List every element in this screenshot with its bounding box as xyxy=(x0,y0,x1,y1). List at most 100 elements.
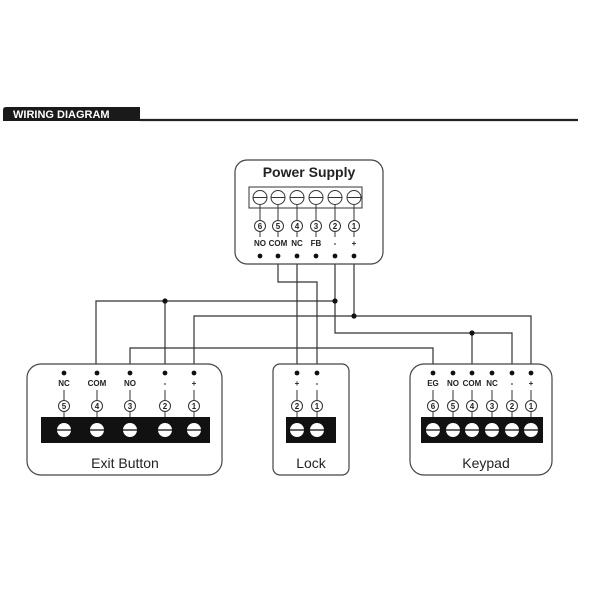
terminal-number-badge xyxy=(427,400,439,412)
terminal-label: NC xyxy=(58,379,70,388)
power-supply-terminal: 3FB xyxy=(308,190,324,259)
terminal-number-badge xyxy=(159,400,171,412)
terminal-number-badge xyxy=(58,400,70,412)
terminal-number-badge xyxy=(506,400,518,412)
terminal-dot xyxy=(351,253,357,259)
terminal-dot xyxy=(294,253,300,259)
section-header: WIRING DIAGRAM xyxy=(3,107,578,122)
terminal-label: COM xyxy=(269,239,288,248)
terminal-dot xyxy=(489,370,495,376)
terminal-dot xyxy=(469,370,475,376)
terminal-label: COM xyxy=(463,379,482,388)
terminal-number-badge xyxy=(466,400,478,412)
exit-button-title: Exit Button xyxy=(91,455,159,471)
keypad-terminal-strip xyxy=(421,417,543,443)
terminal-number-badge xyxy=(525,400,537,412)
exit-button-terminal: -2 xyxy=(158,370,172,437)
terminal-number: 5 xyxy=(451,402,456,411)
terminal-dot xyxy=(127,370,133,376)
terminal-label: - xyxy=(316,379,319,388)
power-supply-terminal: 6NO xyxy=(252,190,268,259)
terminal-number-badge xyxy=(188,400,200,412)
terminal-number: 4 xyxy=(470,402,475,411)
junction-dot xyxy=(162,298,168,304)
terminal-number: 3 xyxy=(314,222,319,231)
terminal-number-badge xyxy=(91,400,103,412)
terminal-number: 1 xyxy=(192,402,197,411)
terminal-number-badge xyxy=(311,400,323,412)
junction-dot xyxy=(332,298,338,304)
terminal-dot xyxy=(450,370,456,376)
wires xyxy=(95,256,532,373)
terminal-label: NC xyxy=(486,379,498,388)
header-title: WIRING DIAGRAM xyxy=(13,109,110,121)
terminal-label: NC xyxy=(291,239,303,248)
terminal-number: 2 xyxy=(510,402,515,411)
terminal-number-badge xyxy=(254,220,266,232)
terminal-label: COM xyxy=(88,379,107,388)
terminal-dot xyxy=(332,253,338,259)
wire-ps-minus-to-exit-com xyxy=(95,300,335,373)
terminal-dot xyxy=(509,370,515,376)
keypad-terminal: NO 5 xyxy=(446,370,460,437)
exit-button-terminal: NO 3 xyxy=(123,370,137,437)
power-supply-terminal: 1+ xyxy=(346,190,362,259)
terminal-label: - xyxy=(511,379,514,388)
terminal-number: 3 xyxy=(128,402,133,411)
terminal-label: FB xyxy=(311,239,322,248)
terminal-dot xyxy=(275,253,281,259)
terminal-label: + xyxy=(192,379,197,388)
terminal-dot xyxy=(162,370,168,376)
terminal-dot xyxy=(294,370,300,376)
power-supply-box xyxy=(234,159,384,265)
keypad-terminal: COM 4 xyxy=(463,370,482,437)
terminal-dot xyxy=(313,253,319,259)
terminal-number-badge xyxy=(291,400,303,412)
terminal-number: 3 xyxy=(490,402,495,411)
terminal-number: 1 xyxy=(529,402,534,411)
terminal-label: EG xyxy=(427,379,439,388)
terminal-number-badge xyxy=(348,220,360,232)
exit-button-terminal: NC 5 xyxy=(57,370,71,437)
terminal-number: 1 xyxy=(352,222,357,231)
terminal-dot xyxy=(430,370,436,376)
keypad-terminal: +1 xyxy=(524,370,538,437)
header-tab xyxy=(3,107,140,121)
power-supply-terminal: 4NC xyxy=(289,190,305,259)
terminal-dot xyxy=(61,370,67,376)
terminal-number-badge xyxy=(310,220,322,232)
junction-dot xyxy=(351,313,357,319)
terminal-number: 2 xyxy=(295,402,300,411)
lock-terminal: +2 xyxy=(290,370,304,437)
terminal-number-badge xyxy=(447,400,459,412)
terminal-number: 2 xyxy=(163,402,168,411)
terminal-label: + xyxy=(295,379,300,388)
keypad-terminal: NC 3 xyxy=(485,370,499,437)
exit-button-terminal: +1 xyxy=(187,370,201,437)
terminal-label: NO xyxy=(124,379,136,388)
terminal-label: + xyxy=(529,379,534,388)
terminal-number-badge xyxy=(486,400,498,412)
junction-dot xyxy=(469,330,475,336)
keypad-terminal: -2 xyxy=(505,370,519,437)
exit-button-terminal: COM 4 xyxy=(88,370,107,437)
lock-module: Lock +2-1 xyxy=(272,363,350,476)
terminal-number: 5 xyxy=(62,402,67,411)
terminal-number: 2 xyxy=(333,222,338,231)
terminal-number-badge xyxy=(329,220,341,232)
wire-exit-no-to-keypad-eg xyxy=(129,347,434,373)
power-supply-terminal: 2- xyxy=(327,190,343,259)
wire-ps-minus-to-keypad-minus xyxy=(334,256,513,373)
terminal-number: 5 xyxy=(276,222,281,231)
terminal-number-badge xyxy=(291,220,303,232)
terminal-label: NO xyxy=(447,379,459,388)
terminal-dot xyxy=(257,253,263,259)
terminal-number: 4 xyxy=(95,402,100,411)
terminal-label: - xyxy=(164,379,167,388)
power-supply-title: Power Supply xyxy=(263,164,356,180)
